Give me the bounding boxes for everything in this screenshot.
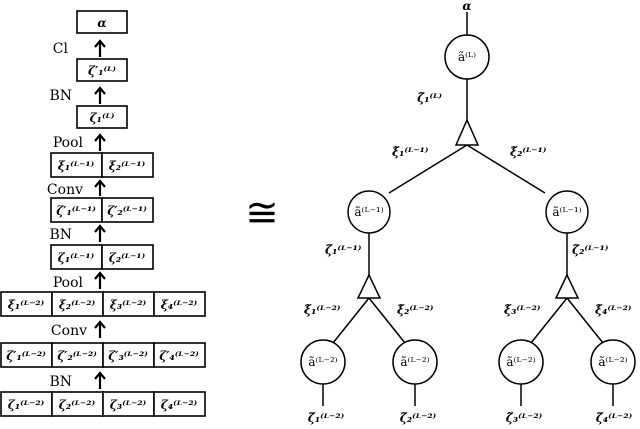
layer-label-conv-bottom: Conv [51,323,87,339]
xi-Lm2-cell-1 [0,291,53,317]
zeta-Lm2-label-3: ζ₃⁽ᴸ⁻²⁾ [110,398,147,412]
leaf-node-2-label: ã⁽ᴸ⁻²⁾ [400,355,429,369]
tree-edge-right [466,144,546,194]
leaf-node-3 [498,339,544,385]
edge-xi-2 [368,297,410,349]
layer-label-bn-mid: BN [49,227,72,243]
zeta-Lm2-cell-4 [153,391,206,417]
zeta-prime-Lm1-label-2: ζ′₂⁽ᴸ⁻¹⁾ [107,204,147,218]
tree-edge-left [388,144,468,194]
zeta-prime-Lm2-label-2: ζ′₂⁽ᴸ⁻²⁾ [57,349,97,363]
layer-label-bn-bottom: BN [49,374,72,390]
tree-output-alpha: α [462,0,471,13]
zeta-prime-Lm2-label-4: ζ′₄⁽ᴸ⁻²⁾ [159,349,199,363]
congruence-symbol: ≅ [245,190,279,236]
zeta-Lm1-label-1: ζ₁⁽ᴸ⁻¹⁾ [58,251,95,265]
zeta-prime-Lm2-cell-4 [153,342,206,368]
leaf-edge-label-4: ζ̃₄⁽ᴸ⁻²⁾ [596,411,633,425]
xi-Lm1-label-1: ξ₁⁽ᴸ⁻¹⁾ [58,159,95,173]
l1-down-label-1: ζ̃₁⁽ᴸ⁻¹⁾ [325,243,362,257]
layer-label-bn-top: BN [49,88,72,104]
zeta-L-label: ζ₁⁽ᴸ⁾ [90,111,115,125]
leaf-node-4-label: ã⁽ᴸ⁻²⁾ [598,355,627,369]
zeta-prime-Lm2-cell-1 [0,342,53,368]
xi-Lm2-label-3: ξ₃⁽ᴸ⁻²⁾ [110,298,147,312]
xi-Lm2-label-4: ξ₄⁽ᴸ⁻²⁾ [161,298,198,312]
layer-label-conv-top: Conv [47,182,83,198]
arrow-icon [94,133,106,151]
layer-label-cl: Cl [53,41,69,57]
l2-edge-label-3: ξ̃₃⁽ᴸ⁻²⁾ [504,303,541,317]
xi-Lm2-cell-2 [51,291,104,317]
left-stack: α Cl ζ′₁⁽ᴸ⁾ BN ζ₁⁽ᴸ⁾ Pool ξ₁⁽ᴸ⁻¹⁾ ξ₂⁽ᴸ⁻¹… [0,10,206,417]
arrow-icon [94,224,106,242]
zeta-Lm2-label-4: ζ₄⁽ᴸ⁻²⁾ [161,398,198,412]
arrow-icon [94,179,106,196]
l1-edge-label-2: ξ̃₂⁽ᴸ⁻¹⁾ [510,145,547,159]
root-triangle [454,118,480,146]
l1-node-right-label: ã⁽ᴸ⁻¹⁾ [552,205,581,219]
zeta-Lm1-label-2: ζ₂⁽ᴸ⁻¹⁾ [109,251,146,265]
l1-node-left [347,190,391,234]
xi-Lm2-label-2: ξ₂⁽ᴸ⁻²⁾ [59,298,96,312]
zeta-Lm2-label-2: ζ₂⁽ᴸ⁻²⁾ [59,398,96,412]
zeta-Lm1-cell-2 [101,244,154,270]
leaf-edge-label-3: ζ̃₃⁽ᴸ⁻²⁾ [506,411,543,425]
layer-label-pool-top: Pool [53,135,84,151]
tensor-tree: α ã⁽ᴸ⁾ ζ̃₁⁽ᴸ⁾ ξ̃₁⁽ᴸ⁻¹⁾ ξ̃₂⁽ᴸ⁻¹⁾ ã⁽ᴸ⁻¹⁾ ã… [300,0,636,425]
zeta-prime-Lm2-cell-2 [51,342,104,368]
zeta-prime-Lm1-cell-2 [101,197,154,223]
edge-xi-4 [566,297,608,349]
arrow-icon [94,271,106,289]
root-node-label: ã⁽ᴸ⁾ [458,50,476,64]
arrow-icon [94,371,106,389]
arrow-icon [94,39,106,57]
zeta-Lm2-label-1: ζ₁⁽ᴸ⁻²⁾ [8,398,45,412]
arrow-icon [94,86,106,104]
leaf-node-1 [300,339,346,385]
zeta-L-box [76,105,128,129]
leaf-node-1-label: ã⁽ᴸ⁻²⁾ [308,355,337,369]
leaf-node-2 [392,339,438,385]
edge-xi-1 [328,297,370,349]
zeta-prime-Lm2-cell-3 [102,342,155,368]
l1-triangle-right [554,273,580,299]
root-node [444,34,490,80]
zeta-Lm2-cell-1 [0,391,53,417]
xi-Lm1-label-2: ξ₂⁽ᴸ⁻¹⁾ [109,159,146,173]
output-alpha-label: α [97,16,106,30]
layer-label-pool-bottom: Pool [53,275,84,291]
leaf-edge-label-2: ζ̃₂⁽ᴸ⁻²⁾ [400,411,437,425]
xi-Lm1-cell-1 [50,152,103,178]
l1-node-left-label: ã⁽ᴸ⁻¹⁾ [354,205,383,219]
leaf-node-3-label: ã⁽ᴸ⁻²⁾ [506,355,535,369]
arrow-icon [94,320,106,338]
l2-edge-label-2: ξ̃₂⁽ᴸ⁻²⁾ [397,303,434,317]
zeta-prime-Lm2-label-3: ζ′₃⁽ᴸ⁻²⁾ [108,349,148,363]
leaf-node-4 [590,339,636,385]
root-edge-label: ζ̃₁⁽ᴸ⁾ [417,91,442,105]
l1-triangle-left [356,273,382,299]
leaf-edge-label-1: ζ̃₁⁽ᴸ⁻²⁾ [308,411,345,425]
xi-Lm2-label-1: ξ₁⁽ᴸ⁻²⁾ [8,298,45,312]
l1-node-right [545,190,589,234]
l1-down-label-2: ζ̃₂⁽ᴸ⁻¹⁾ [572,243,609,257]
zeta-prime-Lm1-label-1: ζ′₁⁽ᴸ⁻¹⁾ [56,204,96,218]
l2-edge-label-4: ξ̃₄⁽ᴸ⁻²⁾ [595,303,632,317]
zeta-prime-L-label: ζ′₁⁽ᴸ⁾ [88,64,116,78]
edge-xi-3 [526,297,568,349]
l2-edge-label-1: ξ̃₁⁽ᴸ⁻²⁾ [304,303,341,317]
zeta-prime-L-box [76,58,128,82]
xi-Lm2-cell-3 [102,291,155,317]
zeta-prime-Lm2-label-1: ζ′₁⁽ᴸ⁻²⁾ [6,349,46,363]
l1-edge-label-1: ξ̃₁⁽ᴸ⁻¹⁾ [392,145,429,159]
xi-Lm2-cell-4 [153,291,206,317]
zeta-Lm2-cell-2 [51,391,104,417]
xi-Lm1-cell-2 [101,152,154,178]
output-alpha-box [76,10,128,34]
